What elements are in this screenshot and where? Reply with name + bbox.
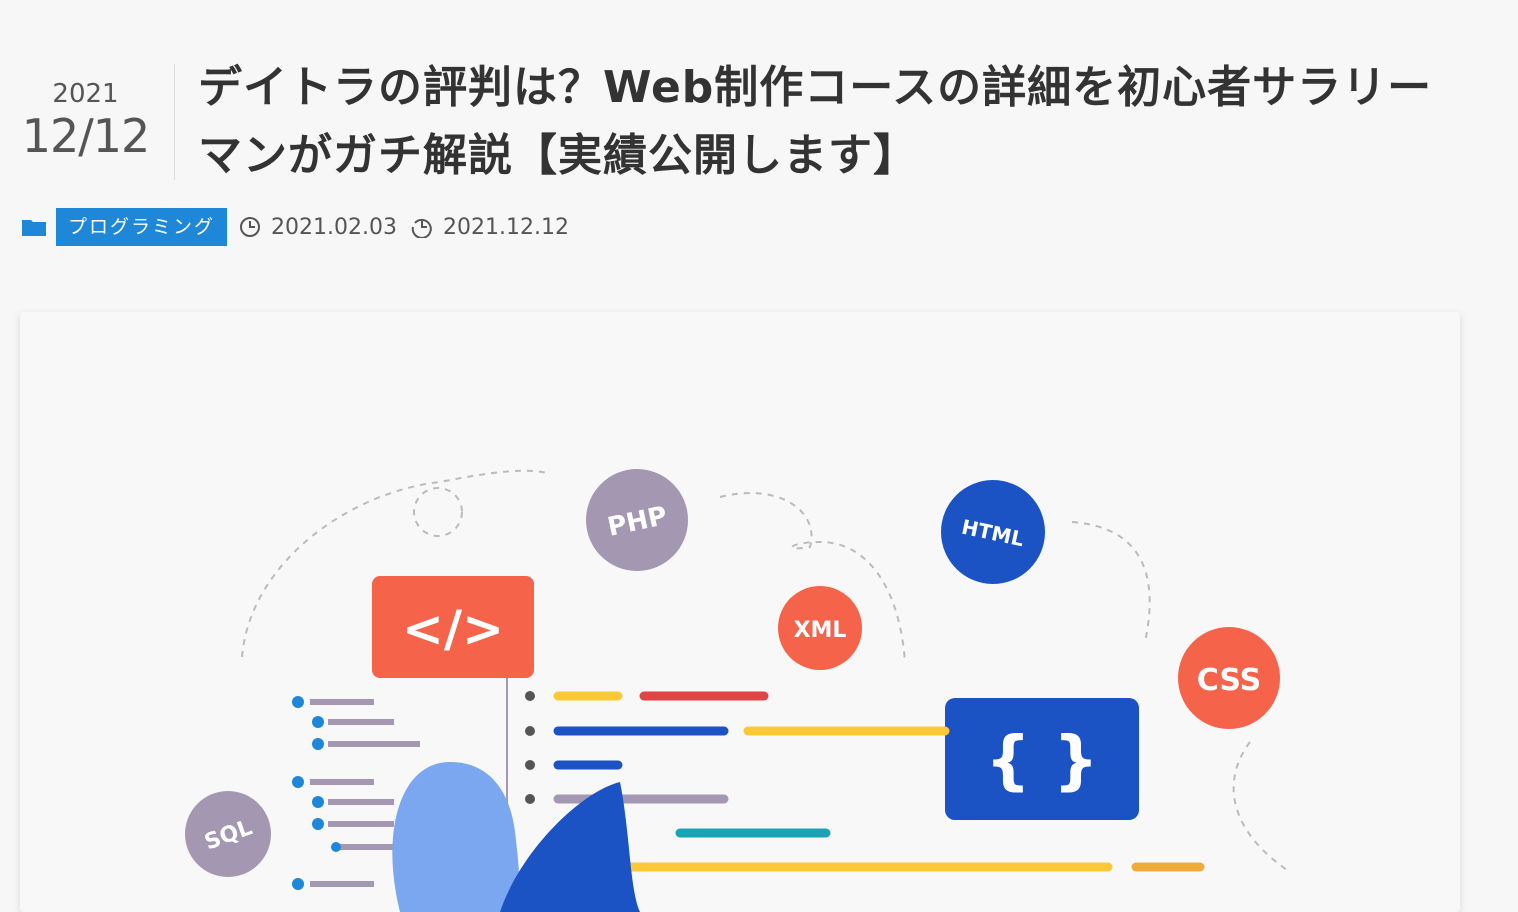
- post-month-day: 12/12: [21, 109, 151, 163]
- date-divider: [174, 64, 175, 180]
- updated-date: 2021.12.12: [442, 214, 569, 240]
- xml-label: XML: [794, 618, 847, 643]
- published-date: 2021.02.03: [271, 214, 397, 240]
- code-tag-label: </>: [402, 600, 504, 658]
- braces-label: { }: [985, 724, 1098, 798]
- folder-icon: [22, 220, 46, 236]
- post-meta: プログラミング 2021.02.03 2021.12.12: [22, 208, 583, 246]
- post-date: 2021 12/12: [18, 78, 153, 162]
- featured-image[interactable]: PHP HTML XML CSS SQL </> { }: [20, 312, 1460, 912]
- update-icon: [411, 218, 432, 238]
- post-title: デイトラの評判は？Web制作コースの詳細を初心者サラリーマンがガチ解説【実績公開…: [198, 62, 1433, 181]
- css-label: CSS: [1197, 663, 1261, 698]
- category-badge[interactable]: プログラミング: [56, 208, 228, 246]
- programming-illustration: PHP HTML XML CSS SQL </> { }: [185, 469, 1291, 912]
- post-year: 2021: [52, 79, 119, 109]
- clock-icon: [240, 217, 261, 237]
